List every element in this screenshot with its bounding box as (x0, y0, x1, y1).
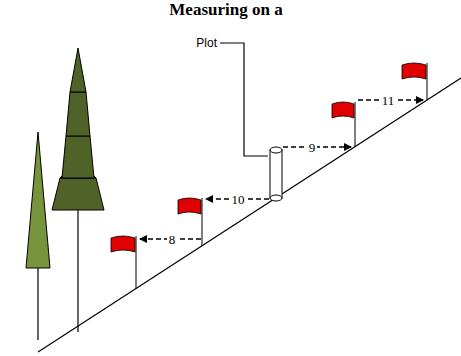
plot-label: Plot (196, 37, 217, 49)
distance-number: 9 (307, 141, 318, 154)
leader-line (220, 43, 268, 156)
measure-arrow (140, 100, 423, 239)
distance-number: 8 (167, 233, 178, 246)
distance-number: 10 (230, 193, 247, 206)
plot-cylinder (270, 147, 282, 201)
tree (52, 48, 104, 332)
flag (402, 63, 427, 100)
distance-number: 11 (380, 94, 397, 107)
tree (26, 132, 50, 340)
diagram-title: Measuring on a (169, 1, 282, 18)
flag (111, 236, 136, 289)
slope-line (38, 78, 461, 352)
flag (332, 102, 355, 147)
